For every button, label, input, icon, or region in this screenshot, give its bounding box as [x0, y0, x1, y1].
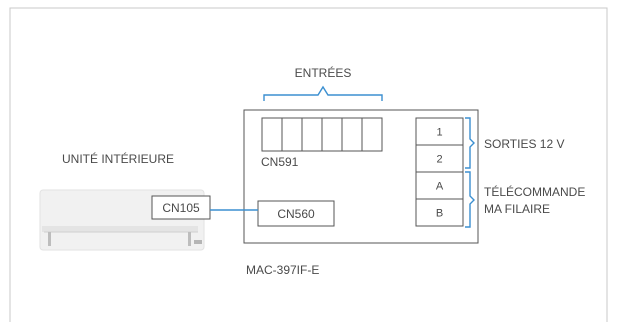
indoor-unit-badge	[194, 240, 202, 244]
cn591-label: CN591	[261, 155, 299, 169]
cn560-label: CN560	[277, 207, 315, 221]
outer-frame	[9, 7, 608, 322]
terminal-column: 1 2A B	[415, 117, 464, 227]
indoor-unit-vent	[42, 226, 198, 232]
cn560-connector	[257, 200, 335, 227]
indoor-unit-foot-right	[188, 232, 191, 246]
terminal-cell	[415, 144, 464, 173]
indoor-unit-foot-left	[48, 232, 51, 246]
module-name: MAC-397IF-E	[246, 263, 319, 277]
inputs-bracket	[263, 85, 383, 101]
terminal-label: 1	[436, 127, 442, 139]
cn591-terminal-block	[261, 117, 383, 152]
terminal-cell	[415, 171, 464, 200]
cn105-connector	[151, 195, 211, 220]
inputs-label: ENTRÉES	[295, 65, 352, 80]
remote-bracket	[465, 171, 475, 228]
remote-label-line1: TÉLÉCOMMANDE	[484, 184, 585, 199]
remote-label-line2: MA FILAIRE	[484, 202, 550, 216]
terminal-label: A	[436, 181, 444, 193]
indoor-unit-label: UNITÉ INTÉRIEURE	[62, 151, 174, 166]
cn105-label: CN105	[162, 201, 200, 215]
outputs-label: SORTIES 12 V	[484, 137, 564, 151]
terminal-cell	[415, 198, 464, 227]
terminal-label: 2	[436, 154, 442, 166]
outputs-bracket	[465, 117, 475, 169]
terminal-label: B	[436, 208, 443, 220]
